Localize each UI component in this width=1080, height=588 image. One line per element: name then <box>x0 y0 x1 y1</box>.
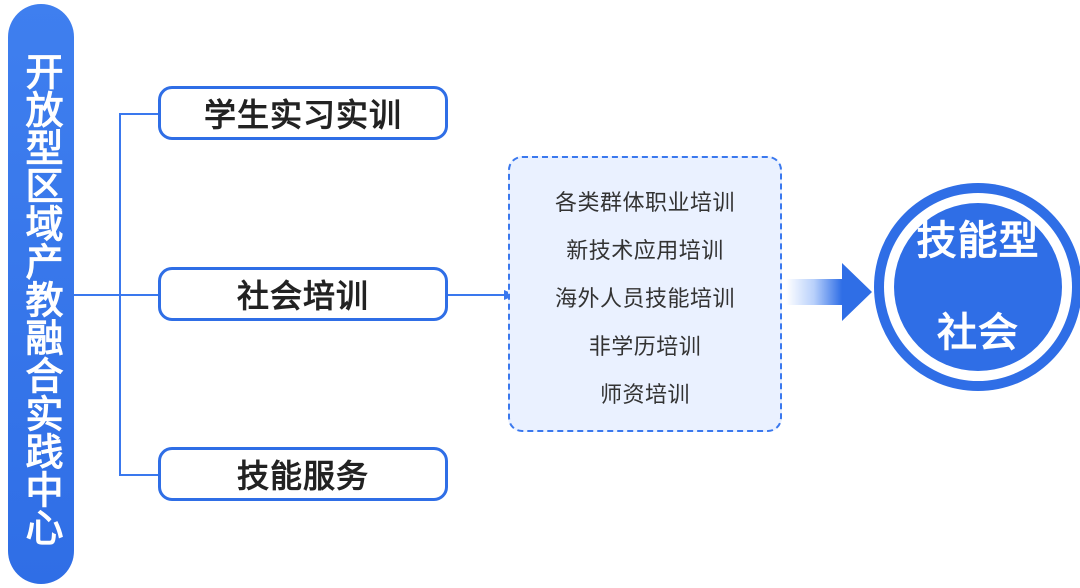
list-item: 海外人员技能培训 <box>554 287 735 312</box>
node-label: 技能服务 <box>236 457 369 495</box>
node-label: 社会培训 <box>236 277 369 315</box>
training-list: 各类群体职业培训 新技术应用培训 海外人员技能培训 非学历培训 师资培训 <box>510 180 780 420</box>
list-item: 各类群体职业培训 <box>554 191 735 216</box>
result-circle: 技能型 社会 <box>894 203 1062 371</box>
training-list-panel: 各类群体职业培训 新技术应用培训 海外人员技能培训 非学历培训 师资培训 <box>508 156 782 432</box>
result-arrow <box>786 257 876 327</box>
result-label: 技能型 社会 <box>917 172 1040 402</box>
connector-horizontal-main <box>74 294 120 296</box>
center-pill: 开放型区域产教融合实践中心 <box>8 4 74 584</box>
center-title: 开放型区域产教融合实践中心 <box>19 52 63 546</box>
connector-to-node-3 <box>119 474 159 476</box>
node-student-training: 学生实习实训 <box>158 86 448 140</box>
result-arrow-icon <box>786 263 872 321</box>
node-skill-service: 技能服务 <box>158 447 448 501</box>
result-label-line2: 社会 <box>937 310 1019 356</box>
node-social-training: 社会培训 <box>158 267 448 321</box>
node-label: 学生实习实训 <box>203 96 402 134</box>
list-item: 非学历培训 <box>588 335 702 360</box>
result-label-line1: 技能型 <box>916 218 1040 264</box>
list-item: 师资培训 <box>599 383 690 408</box>
connector-to-node-1 <box>119 113 159 115</box>
connector-to-node-2 <box>119 294 159 296</box>
list-item: 新技术应用培训 <box>566 239 724 264</box>
